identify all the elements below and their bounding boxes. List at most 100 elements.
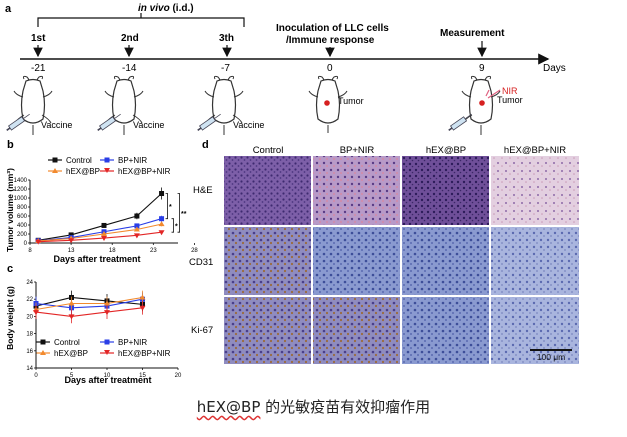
histology-image-cd31-bp-nir [313,227,400,295]
legend-label: hEX@BP [66,167,100,176]
legend-marker [104,157,110,163]
column-header-bp-nir: BP+NIR [340,145,375,156]
ylabel-b: Tumor volume (mm³) [5,168,15,252]
caption-text: 的光敏疫苗有效抑瘤作用 [260,398,431,416]
syringe-icon [448,113,472,131]
y-tick-label: 200 [17,232,28,238]
significance-label: * [175,223,178,230]
y-tick-label: 0 [24,241,28,247]
mouse-icon [204,75,244,135]
legend-label: hEX@BP+NIR [118,167,171,176]
dose-1-label: 1st [31,33,46,44]
data-point [139,294,146,300]
row-label-he: H&E [193,185,213,196]
y-tick-label: 1400 [14,178,28,184]
y-tick-label: 16 [26,349,33,355]
panel-b-letter: b [7,139,14,151]
histology-image-cd31-hex-bp [402,227,489,295]
x-tick-label: 5 [70,373,74,379]
day-tick-1: -21 [31,63,46,74]
day-tick-2: -14 [122,63,137,74]
data-point [104,300,110,306]
histology-image-cd31-control [224,227,311,295]
data-point [139,305,146,311]
vaccine-label: Vaccine [233,120,264,130]
ylabel-c: Body weight (g) [5,286,15,350]
histology-image-he-bp-nir [313,156,400,225]
day-tick-3: -7 [221,63,230,74]
tumor-label: Tumor [497,95,523,105]
vaccine-label: Vaccine [133,120,164,130]
xlabel-b: Days after treatment [53,254,140,264]
measurement-label: Measurement [440,28,505,39]
mouse-icon [104,75,144,135]
x-tick-label: 18 [109,248,116,254]
histology-image-he-hex-bp-nir [491,156,579,225]
column-header-control: Control [253,145,284,156]
nir-label: NIR [502,86,518,96]
x-tick-label: 23 [150,248,157,254]
data-point [33,310,39,316]
histology-image-he-hex-bp [402,156,489,225]
histology-image-ki67-hex-bp [402,297,489,364]
data-point [134,223,140,229]
legend-b: Control BP+NIR hEX@BP hEX@BP+NIR [48,156,171,176]
series-line [35,307,143,317]
legend-label: BP+NIR [118,156,147,165]
legend-label: hEX@BP+NIR [118,349,171,358]
y-tick-label: 22 [26,297,33,303]
legend-label: Control [54,338,80,347]
in-vivo-header: in vivo (i.d.) [138,3,194,14]
legend-marker [104,350,110,355]
data-point [158,221,165,227]
data-point [68,314,75,320]
significance-label: * [169,204,172,211]
data-point [133,226,140,232]
data-point [134,213,140,219]
syringe-icon [197,113,221,131]
row-label-ki67: Ki-67 [191,325,213,336]
legend-marker [40,350,46,355]
dose-3-label: 3th [219,33,234,44]
legend-marker [104,339,110,345]
data-point [133,233,140,239]
x-tick-label: 28 [191,248,198,254]
x-tick-label: 20 [175,373,182,379]
row-label-cd31: CD31 [189,257,213,268]
histology-image-ki67-control [224,297,311,364]
significance-label: ** [181,211,187,218]
legend-label: hEX@BP [54,349,88,358]
y-tick-label: 800 [17,205,28,211]
x-tick-label: 8 [28,248,32,254]
series-line [38,193,162,241]
data-point [104,310,110,316]
vaccine-label: Vaccine [41,120,72,130]
nir-beam-icon [485,89,501,99]
in-vivo-bracket [37,17,245,27]
x-tick-label: 13 [68,248,75,254]
panel-a-letter: a [5,3,12,15]
column-header-hex-bp-nir: hEX@BP+NIR [504,145,566,156]
day-tick-5: 9 [479,63,485,74]
legend-marker [52,157,58,163]
histology-grid [224,156,579,364]
y-tick-label: 20 [26,314,33,320]
inoculation-label-2: /Immune response [286,35,375,46]
histology-image-cd31-hex-bp-nir [491,227,579,295]
y-tick-label: 24 [26,280,33,286]
legend-label: Control [66,156,92,165]
column-header-hex-bp: hEX@BP [426,145,466,156]
dose-2-label: 2nd [121,33,139,44]
tumor-dot-icon [324,100,330,106]
legend-label: BP+NIR [118,338,147,347]
day-tick-4: 0 [327,63,333,74]
histology-image-ki67-bp-nir [313,297,400,364]
figure-caption: hEX@BP 的光敏疫苗有效抑瘤作用 [0,396,627,417]
tumor-dot-icon [479,100,485,106]
y-tick-label: 600 [17,214,28,220]
y-tick-label: 1200 [14,187,28,193]
data-point [159,191,165,196]
y-tick-label: 18 [26,332,33,338]
